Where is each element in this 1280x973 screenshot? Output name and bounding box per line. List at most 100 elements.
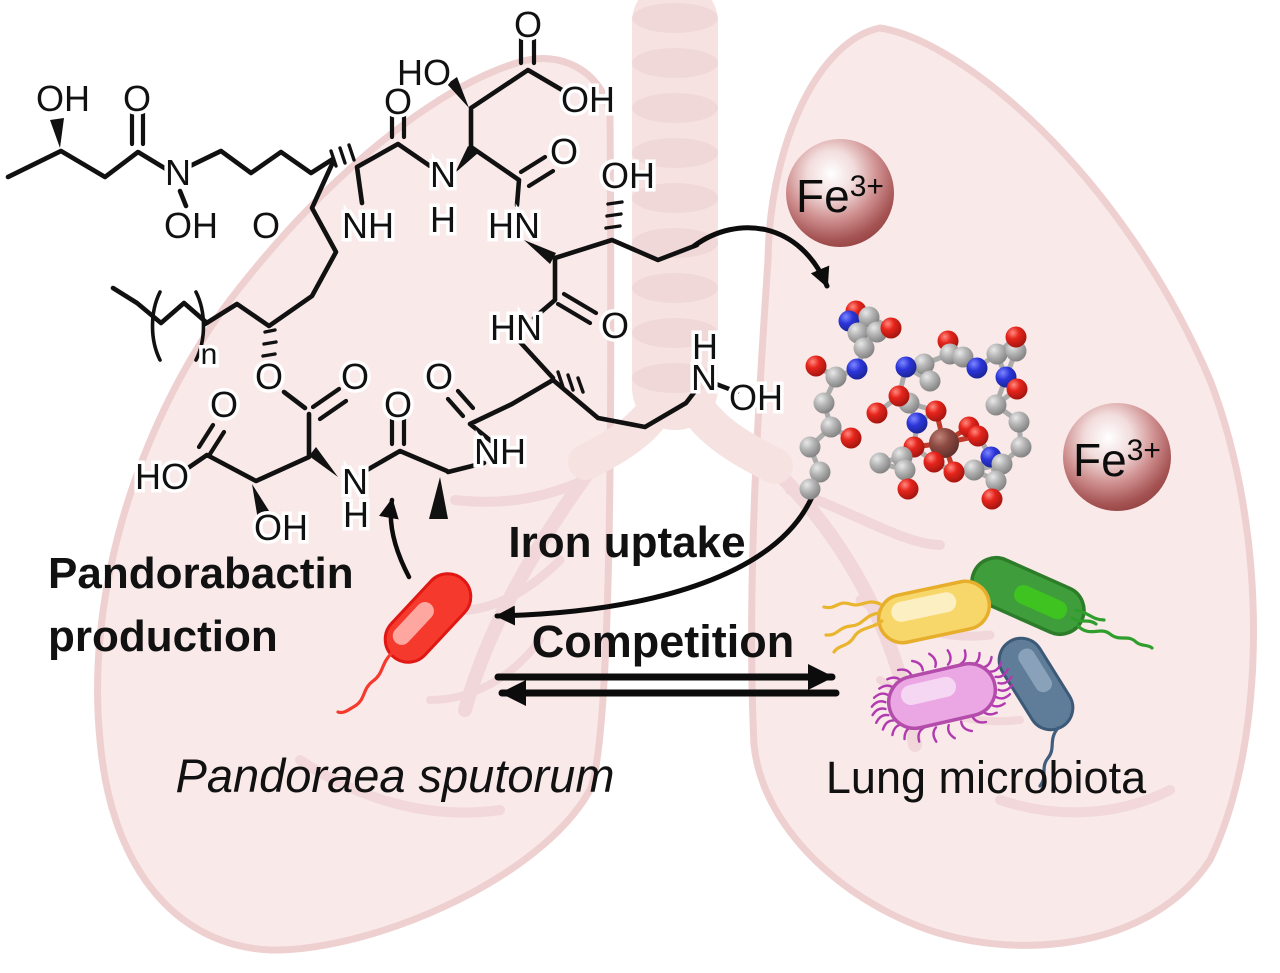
cilium — [960, 720, 974, 733]
atom-label: HO — [397, 52, 451, 93]
atom-sphere-O — [897, 478, 919, 500]
slate-flagellum — [1038, 726, 1060, 788]
atom-sphere-C — [809, 461, 831, 483]
competition-label: Competition — [532, 616, 794, 667]
trachea-ring — [632, 138, 718, 168]
fe-ion-label: Fe3+ — [1073, 434, 1161, 486]
atom-label: OH — [164, 205, 218, 246]
cilium — [994, 668, 1009, 679]
cilium — [946, 649, 952, 666]
atom-label: OH — [561, 79, 615, 120]
atom-label: O — [550, 131, 578, 172]
atom-sphere-C — [813, 392, 835, 414]
ferric-complex-3d — [799, 300, 1032, 510]
atom-sphere-C — [985, 470, 1007, 492]
atom-sphere-N — [895, 356, 917, 378]
trachea-ring — [632, 48, 718, 78]
cilium — [971, 715, 988, 724]
atom-label: O — [514, 4, 542, 45]
atom-sphere-O — [840, 427, 862, 449]
atom-sphere-O — [1006, 378, 1028, 400]
atom-label: O — [384, 81, 412, 122]
atom-sphere-C — [919, 370, 941, 392]
atom-sphere-O — [866, 402, 888, 424]
atom-sphere-C — [1008, 411, 1030, 433]
atom-label: H — [692, 326, 718, 367]
atom-label: H — [343, 494, 369, 535]
yellow-bacterium — [822, 579, 992, 654]
atom-label: OH — [36, 78, 90, 119]
atom-sphere-N — [906, 412, 928, 434]
atom-label: NH — [342, 205, 394, 246]
cilium — [997, 675, 1013, 685]
atom-label: N — [691, 357, 717, 398]
trachea-ring — [632, 318, 718, 348]
atom-label: OH — [601, 155, 655, 196]
atom-label: O — [255, 356, 283, 397]
green-bacterium — [970, 556, 1154, 650]
atom-label: O — [252, 205, 280, 246]
atom-label: O — [601, 305, 629, 346]
trachea-ring — [632, 183, 718, 213]
atom-sphere-N — [846, 358, 868, 380]
fe-uptake-arrow — [691, 225, 830, 289]
production-hook-arrow — [379, 497, 412, 580]
cilium — [994, 693, 1012, 700]
trachea — [568, 0, 793, 484]
fe-ion-label: Fe3+ — [796, 170, 884, 222]
trachea-ring — [632, 273, 718, 303]
atom-sphere-O — [805, 355, 827, 377]
left-lung — [94, 55, 615, 954]
cilium — [872, 692, 890, 699]
atom-sphere-O — [880, 317, 902, 339]
cilium — [875, 713, 890, 724]
fe-ion-sphere-2: Fe3+ — [1063, 403, 1171, 511]
cilium — [988, 661, 1003, 673]
pandoraea-bacterium — [336, 572, 473, 715]
pandoraea-sputorum-label: Pandoraea sputorum — [176, 749, 615, 802]
trachea-ring — [632, 228, 718, 258]
cilium — [997, 684, 1014, 692]
cilium — [871, 707, 887, 717]
atom-sphere-O — [967, 425, 989, 447]
atom-label: O — [123, 78, 151, 119]
arrows — [379, 225, 840, 706]
atom-label: O — [425, 356, 453, 397]
atom-sphere-C — [853, 337, 875, 359]
atom-sphere-N — [966, 357, 988, 379]
lung-microbiota-label: Lung microbiota — [826, 752, 1147, 803]
atom-sphere-C — [869, 452, 891, 474]
atom-label: HO — [135, 456, 189, 497]
pandorabactin-production-label-line1: Pandorabactin — [48, 549, 354, 598]
trachea-ring — [632, 93, 718, 123]
atom-label: O — [210, 384, 238, 425]
atom-sphere-C — [991, 453, 1013, 475]
atom-label: N — [165, 152, 191, 193]
repeat-parentheses — [150, 290, 206, 362]
purple-bacterium-highlight — [900, 676, 957, 705]
atom-sphere-Fe — [929, 428, 959, 458]
slate-bacterium-highlight — [1018, 648, 1053, 693]
atom-label: N — [342, 461, 368, 502]
atom-sphere-O — [981, 488, 1003, 510]
cilium — [928, 652, 937, 668]
atom-label: HN — [488, 205, 540, 246]
trachea-ring — [632, 363, 718, 393]
atom-sphere-C — [913, 353, 935, 375]
slate-bacterium — [997, 636, 1075, 788]
cilium — [932, 726, 938, 743]
atom-sphere-C — [820, 416, 842, 438]
fe-ion-sphere-1: Fe3+ — [786, 139, 894, 247]
atom-sphere-C — [894, 459, 916, 481]
pandorabactin-production-label-line2: production — [48, 612, 278, 661]
cilium — [910, 659, 924, 672]
atom-sphere-O — [1005, 326, 1027, 348]
trachea-ring — [632, 3, 718, 33]
iron-uptake-label: Iron uptake — [508, 518, 745, 567]
atom-sphere-C — [799, 436, 821, 458]
atom-sphere-C — [1010, 436, 1032, 458]
cilium — [896, 668, 913, 677]
double-bonds — [129, 33, 599, 457]
